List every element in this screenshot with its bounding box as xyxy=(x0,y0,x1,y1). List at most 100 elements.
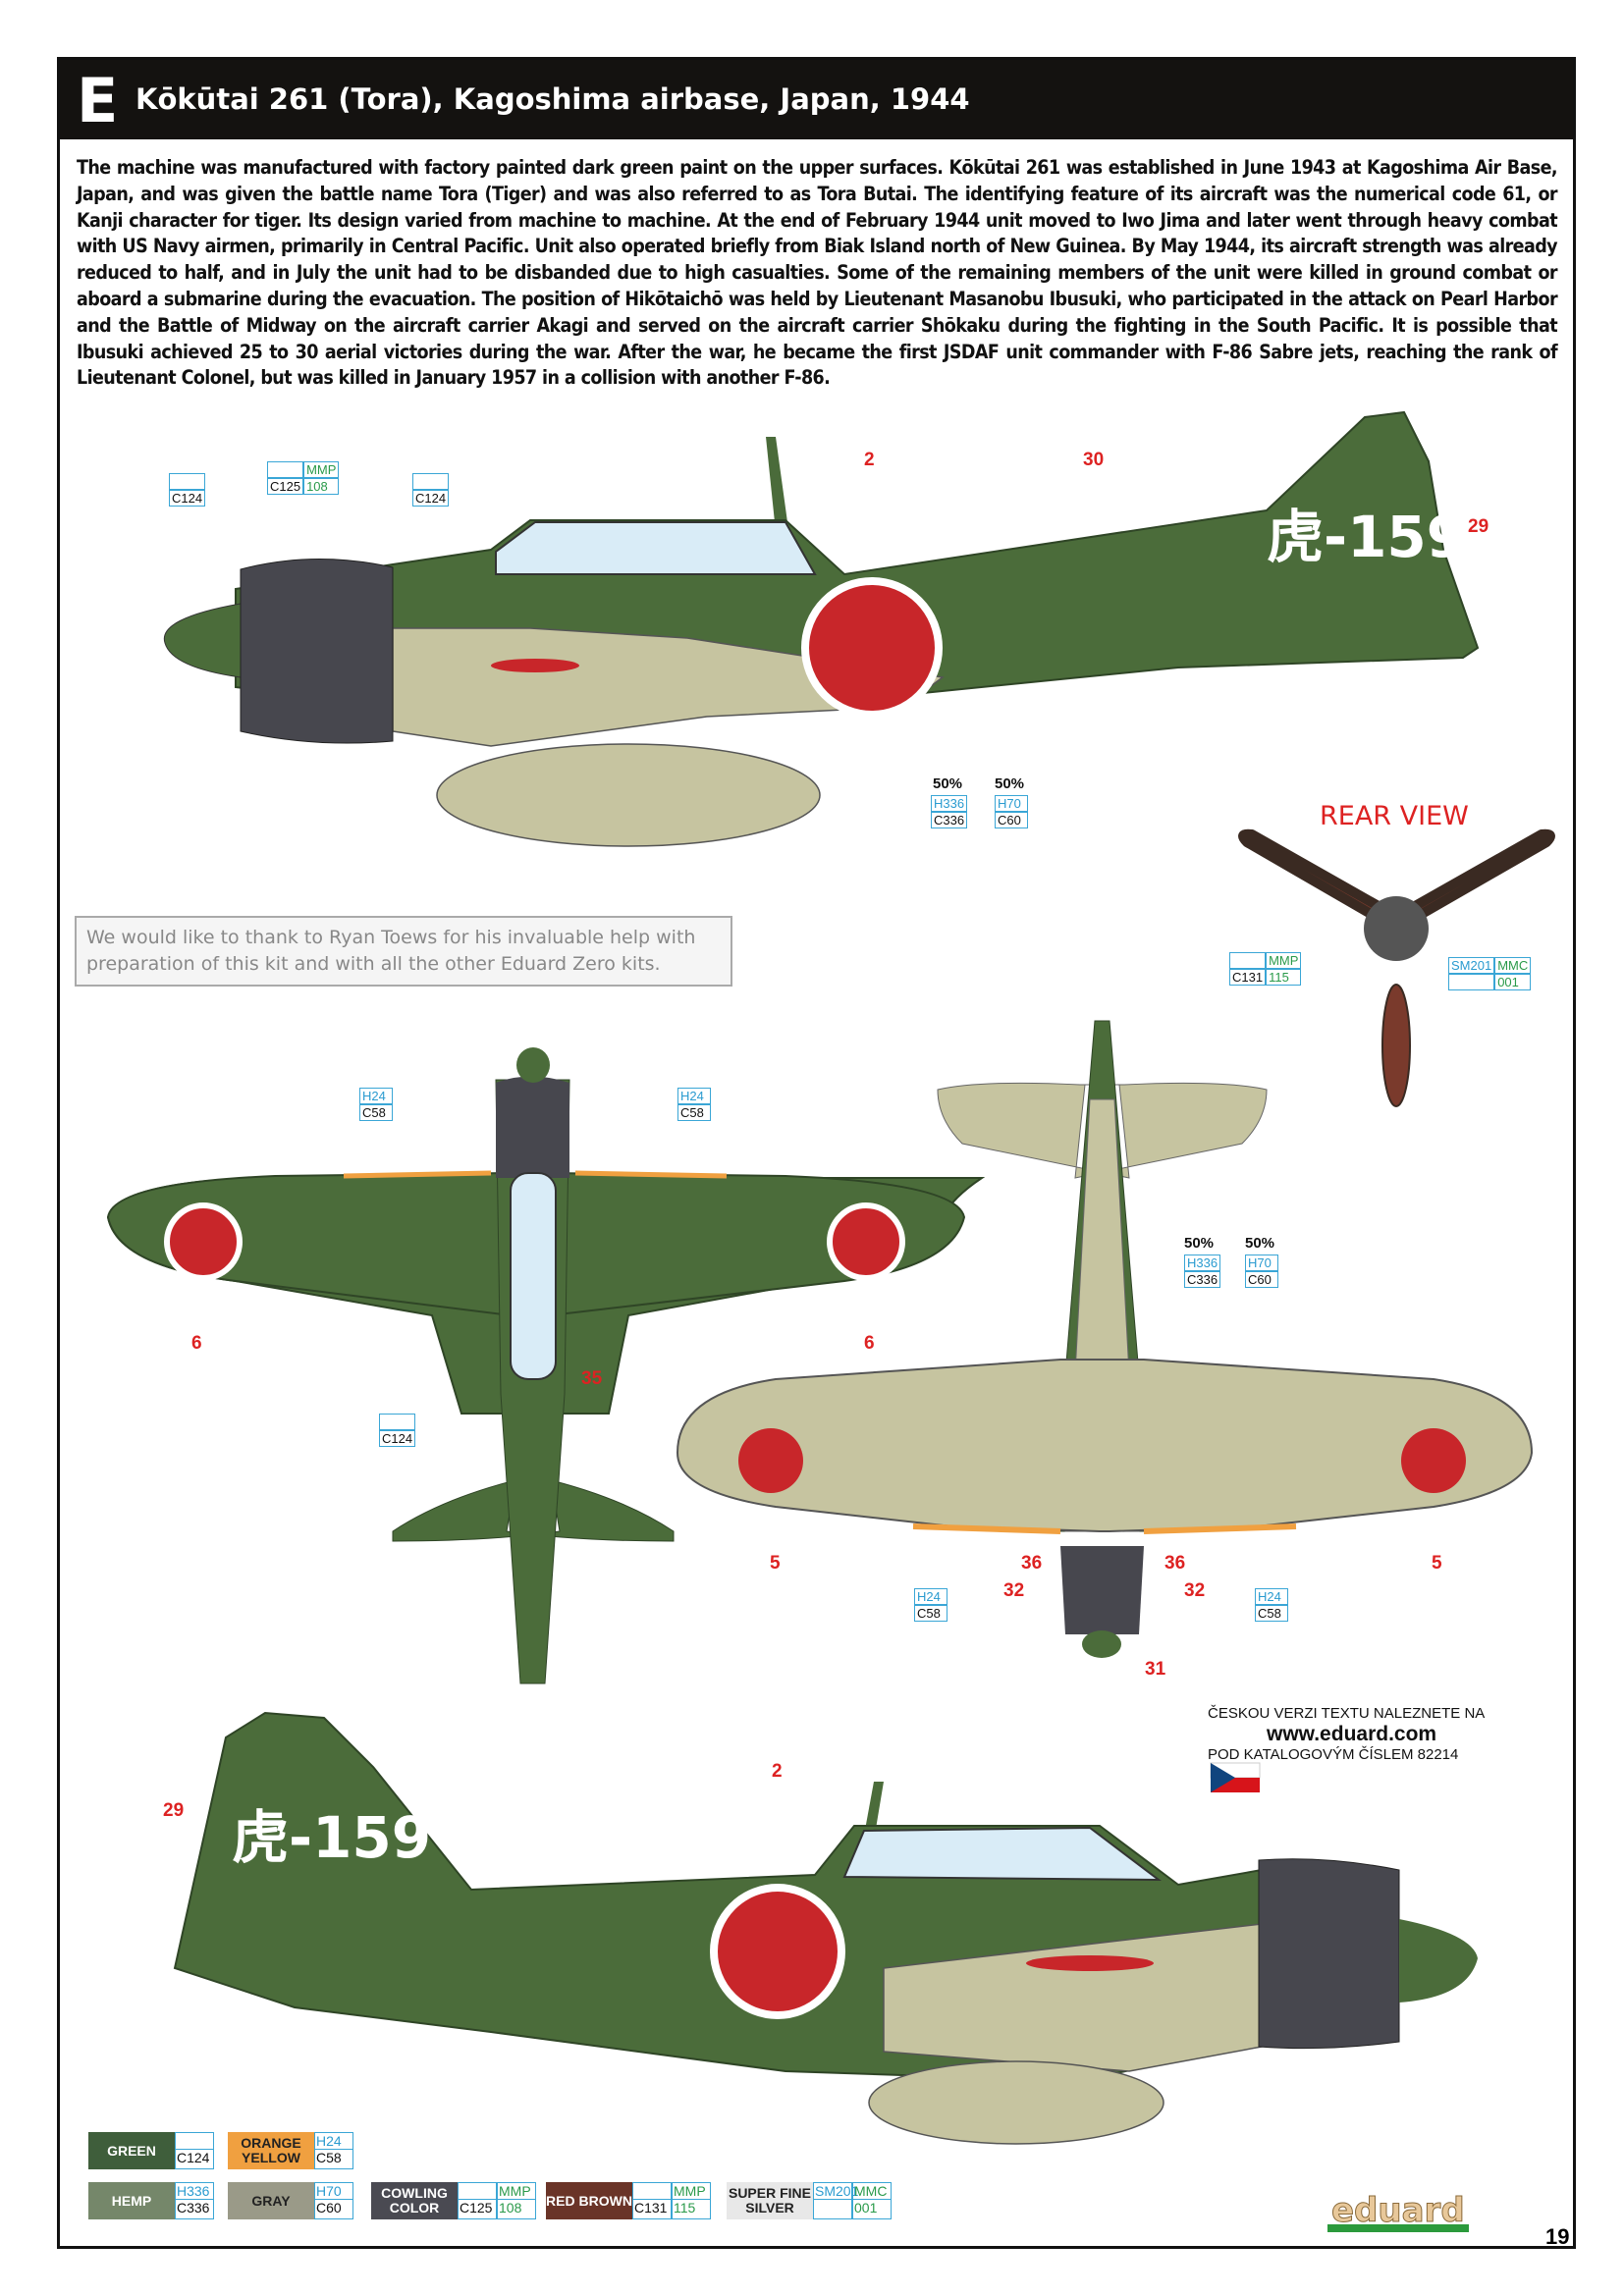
paint-code-bottom: C125 xyxy=(460,2200,493,2216)
color-swatch: GRAY xyxy=(228,2182,314,2219)
spinner-hub xyxy=(1364,896,1429,961)
rear-view-label: REAR VIEW xyxy=(1320,801,1469,831)
description-text: The machine was manufactured with factor… xyxy=(77,156,1558,390)
color-swatch: ORANGE YELLOW xyxy=(228,2132,314,2169)
paint-code-bottom: C58 xyxy=(1255,1605,1288,1622)
wing xyxy=(676,1359,1534,1532)
canopy xyxy=(510,1172,557,1380)
marking-number: 5 xyxy=(1432,1553,1442,1574)
rear-view xyxy=(1238,828,1555,1107)
cowling xyxy=(1060,1546,1144,1634)
mix-percent: 50% xyxy=(995,775,1025,792)
page-title: Kōkūtai 261 (Tora), Kagoshima airbase, J… xyxy=(135,82,970,116)
paint-code-top: H70 xyxy=(995,795,1028,812)
hinomaru xyxy=(738,1428,803,1493)
paint-codes: C131 xyxy=(632,2182,672,2219)
paint-code-bottom: C124 xyxy=(412,490,450,507)
hinomaru xyxy=(710,1884,845,2019)
paint-code-bottom: C336 xyxy=(931,812,968,828)
paint-code-top xyxy=(267,461,304,478)
marking-number: 32 xyxy=(1184,1580,1206,1601)
side-view-right xyxy=(173,1711,1478,2145)
paint-code-column: C124 xyxy=(379,1414,416,1447)
paint-code-bottom: C60 xyxy=(316,2200,342,2216)
paint-codes: SM201 xyxy=(813,2182,858,2219)
marking-number: 30 xyxy=(1083,450,1105,470)
marking-number: 6 xyxy=(191,1333,202,1354)
horizontal-stabilizer xyxy=(392,1471,675,1542)
website-link[interactable]: www.eduard.com xyxy=(1267,1723,1437,1745)
paint-code-top: H336 xyxy=(1184,1255,1221,1271)
cowling xyxy=(496,1076,569,1178)
paint-code-column: C131 xyxy=(1229,952,1267,986)
paint-code-top xyxy=(176,2133,213,2150)
color-swatch: HEMP xyxy=(88,2182,175,2219)
mmp-brand: MMP xyxy=(1266,952,1302,969)
paint-code-top: H336 xyxy=(931,795,968,812)
canopy xyxy=(842,1826,1163,1882)
paint-code-top xyxy=(412,473,450,490)
trailing-edge-stripe xyxy=(912,1523,1297,1534)
side-view-left xyxy=(163,410,1480,847)
paint-code-top xyxy=(379,1414,416,1430)
paint-code-column: C124 xyxy=(169,473,206,507)
paint-code-top xyxy=(633,2183,671,2200)
paint-callout: C124 xyxy=(412,473,450,507)
cowling xyxy=(1258,1858,1400,2050)
cowling xyxy=(240,558,394,744)
mix-percent: 50% xyxy=(933,775,963,792)
spinner xyxy=(1082,1630,1121,1658)
propeller-blade xyxy=(1389,828,1555,934)
paint-code-bottom: C131 xyxy=(634,2200,668,2216)
horizontal-stabilizer xyxy=(937,1082,1268,1179)
color-swatch: SUPER FINE SILVER xyxy=(727,2182,813,2219)
bottom-view xyxy=(676,1020,1534,1658)
paint-code-top: H336 xyxy=(176,2183,213,2200)
paint-code-top xyxy=(459,2183,496,2200)
paint-code-bottom: C125 xyxy=(267,478,304,495)
marking-number: 29 xyxy=(1468,516,1489,537)
color-swatch: RED BROWN xyxy=(546,2182,632,2219)
mmp-number: 001 xyxy=(854,2200,878,2216)
tail-code: 虎-159 xyxy=(1267,504,1467,570)
paint-code-bottom: C124 xyxy=(379,1430,416,1447)
wing-hinomaru xyxy=(1026,1955,1154,1971)
marking-number: 2 xyxy=(772,1761,783,1782)
leading-edge-stripe xyxy=(343,1170,728,1179)
mmp-brand: MMP xyxy=(673,2183,710,2200)
paint-codes: C125 xyxy=(458,2182,497,2219)
color-swatch: GREEN xyxy=(88,2132,175,2169)
paint-code-top: H24 xyxy=(677,1088,711,1104)
czech-version-note: ČESKOU VERZI TEXTU NALEZNETE NA www.edua… xyxy=(1208,1705,1485,1764)
mmp-number: 115 xyxy=(674,2200,696,2216)
paint-code-bottom xyxy=(1448,974,1495,990)
paint-code-top: H24 xyxy=(914,1588,947,1605)
color-swatch: COWLING COLOR xyxy=(371,2182,458,2219)
paint-code-bottom: C124 xyxy=(177,2150,210,2165)
paint-code-top: H70 xyxy=(1245,1255,1278,1271)
mmp-brand: MMC xyxy=(853,2183,891,2200)
paint-code-bottom: C58 xyxy=(359,1104,393,1121)
paint-code-top: H24 xyxy=(359,1088,393,1104)
paint-code-bottom: C336 xyxy=(177,2200,210,2216)
paint-code-bottom: C58 xyxy=(677,1104,711,1121)
paint-callout: C124 xyxy=(379,1414,416,1447)
